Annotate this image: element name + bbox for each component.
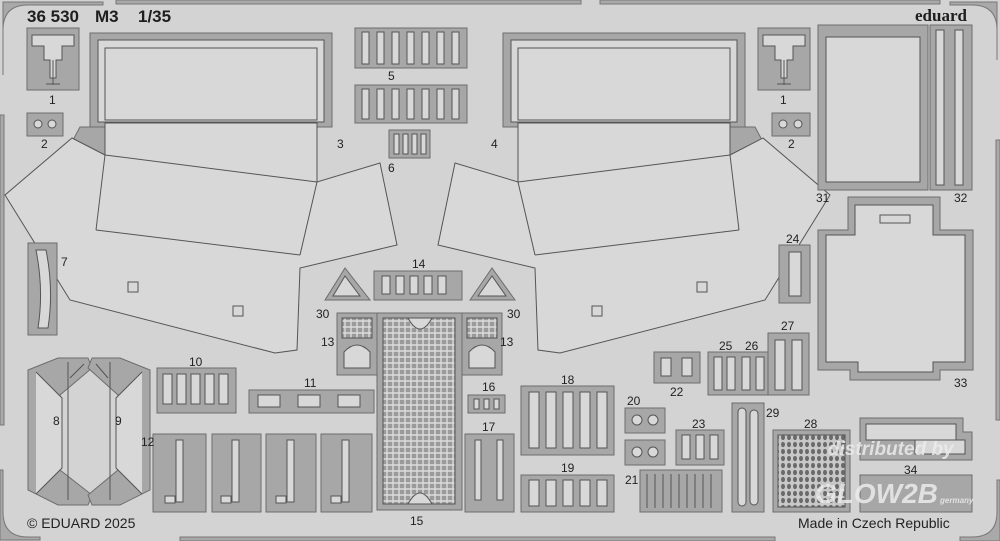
part-11 [248,389,375,414]
part-19 [520,474,615,513]
label-7: 7 [61,255,68,269]
fret-scale: 1/35 [138,7,171,26]
label-27: 27 [781,319,795,333]
part-labels: 1 2 3 4 5 6 7 8 9 10 11 12 13 13 14 15 1… [41,69,968,528]
part-9 [87,357,151,506]
watermark-line3: germany [939,496,974,505]
part-10 [156,367,237,414]
part-7 [27,242,58,336]
label-19: 19 [561,461,575,475]
label-25: 25 [719,339,733,353]
watermark-line2: GLOW2B [815,478,938,509]
part-33 [817,196,974,381]
label-8: 8 [53,414,60,428]
fret-code: 36 530 [27,7,79,26]
label-31: 31 [816,191,830,205]
label-1-right: 1 [780,93,787,107]
part-5 [354,27,468,124]
label-6: 6 [388,161,395,175]
part-24 [778,244,811,304]
label-26: 26 [745,339,759,353]
label-28: 28 [804,417,818,431]
label-2: 2 [41,137,48,151]
label-12: 12 [141,435,155,449]
part-20 [624,407,666,466]
label-11: 11 [304,376,317,390]
part-22 [653,351,701,384]
label-16: 16 [482,380,496,394]
label-4: 4 [491,137,498,151]
part-15-mesh [376,312,463,511]
parts-31-32 [817,24,973,191]
part-2-right [771,112,811,137]
label-34: 34 [904,463,918,477]
label-32: 32 [954,191,968,205]
label-3: 3 [337,137,344,151]
part-8 [27,357,93,506]
part-30-right [469,267,516,301]
part-34 [859,417,973,513]
label-23: 23 [692,417,706,431]
part-13-left [336,312,378,376]
part-29 [731,402,765,513]
part-28 [772,429,851,513]
watermark-line1: distributed by [828,439,955,460]
part-27 [767,332,810,396]
label-21: 21 [625,473,639,487]
label-24: 24 [786,232,800,246]
label-9: 9 [115,414,122,428]
part-14 [373,270,463,301]
fret-model: M3 [95,7,119,26]
label-18: 18 [561,373,575,387]
part-2-left [26,112,64,137]
label-20: 20 [627,394,641,408]
label-13-left: 13 [321,335,335,349]
part-1-right [757,27,811,91]
copyright: © EDUARD 2025 [27,515,136,531]
label-5: 5 [388,69,395,83]
part-17 [464,433,515,513]
label-2-right: 2 [788,137,795,151]
label-15: 15 [410,514,424,528]
made-in: Made in Czech Republic [798,515,950,531]
label-33: 33 [954,376,968,390]
part-3-fender [4,32,398,354]
label-14: 14 [412,257,426,271]
part-1-left [26,27,80,91]
label-29: 29 [766,406,780,420]
eduard-logo: eduard [915,6,968,25]
part-13-right [461,312,503,376]
part-21 [639,469,723,513]
label-10: 10 [189,355,203,369]
part-6 [388,129,431,159]
part-23 [675,429,725,466]
part-12 [152,433,373,513]
label-13-right: 13 [500,335,514,349]
label-17: 17 [482,420,496,434]
part-4-fender [437,32,831,354]
label-30-left: 30 [316,307,330,321]
label-30-right: 30 [507,307,521,321]
label-22: 22 [670,385,684,399]
part-30-left [324,267,372,301]
part-18 [520,385,615,456]
distributor-watermark: distributed by GLOW2B germany [815,439,974,509]
label-1: 1 [49,93,56,107]
parts-25-26 [707,351,771,396]
part-16 [467,394,506,414]
